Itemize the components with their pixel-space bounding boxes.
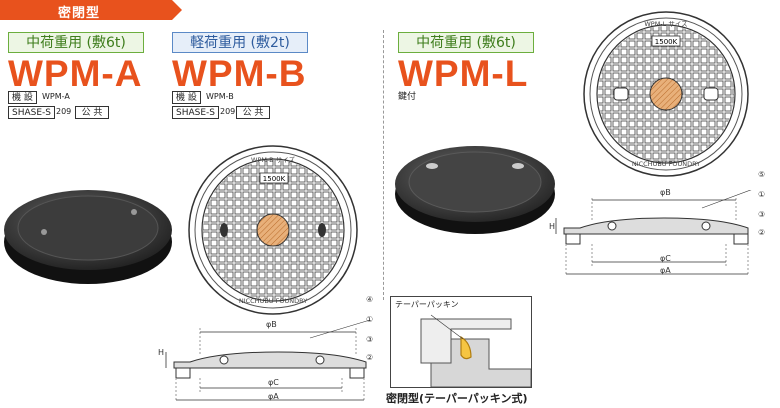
gasket-detail-label: テーパーパッキン <box>395 300 459 309</box>
cover-plan-b: 1500K WPM-B サイズ NICCHUBU FOUNDRY <box>188 145 358 315</box>
dimension-a-label: φA <box>268 392 279 401</box>
kisetsu-badge-a: 機 設 <box>8 91 37 104</box>
model-name-b: WPM-B <box>172 53 307 94</box>
shase-badge-b: SHASE-S <box>172 106 219 119</box>
category-badge-l: 中荷重用 (敷6t) <box>398 32 534 53</box>
section-tag: 密閉型 <box>0 0 182 20</box>
shase-badge-a: SHASE-S <box>8 106 55 119</box>
divider <box>383 30 384 300</box>
product-photo-l <box>395 146 555 234</box>
cover-bottom-text-l: NICCHUBU FOUNDRY <box>632 160 700 168</box>
shase-number-a: 209 <box>56 107 72 116</box>
model-name-l: WPM-L <box>398 53 529 94</box>
cover-top-text-l: WPM-L サイズ <box>644 19 688 28</box>
callout-2: ② <box>366 353 374 362</box>
kisetsu-value-a: WPM-A <box>42 92 70 101</box>
callout-3: ③ <box>366 335 374 344</box>
callout-1-l: ① <box>758 190 766 199</box>
callout-3-l: ③ <box>758 210 766 219</box>
koukyou-badge-a: 公 共 <box>75 106 109 119</box>
section-drawing-b <box>165 319 371 402</box>
dimension-a-label-l: φA <box>660 266 671 275</box>
lock-note: 鍵付 <box>398 92 417 102</box>
gasket-caption: 密閉型(テーパーパッキン式) <box>386 392 528 405</box>
cover-top-text-b: WPM-B サイズ <box>251 155 295 164</box>
kisetsu-badge-b: 機 設 <box>172 91 201 104</box>
callout-1: ① <box>366 315 374 324</box>
section-tag-label: 密閉型 <box>58 6 101 21</box>
cover-bottom-text-b: NICCHUBU FOUNDRY <box>239 297 307 305</box>
section-drawing-l <box>555 190 752 276</box>
category-badge-a: 中荷重用 (敷6t) <box>8 32 144 53</box>
cover-load-l: 1500K <box>655 38 678 46</box>
dimension-c-label-l: φC <box>660 254 671 263</box>
dimension-c-label: φC <box>268 378 279 387</box>
callout-4: ④ <box>366 295 374 304</box>
kisetsu-value-b: WPM-B <box>206 92 234 101</box>
cover-load-b: 1500K <box>263 175 286 183</box>
shase-number-b: 209 <box>220 107 236 116</box>
dimension-b-label: φB <box>266 320 277 329</box>
callout-2-l: ② <box>758 228 766 237</box>
dimension-b-label-l: φB <box>660 188 671 197</box>
callout-5-l: ⑤ <box>758 170 766 179</box>
model-name-a: WPM-A <box>8 53 143 94</box>
gasket-detail-drawing <box>420 314 531 387</box>
product-photo-a <box>4 190 172 284</box>
gasket-detail-box: テーパーパッキン <box>390 296 532 388</box>
cover-plan-l: 1500K WPM-L サイズ NICCHUBU FOUNDRY <box>583 11 749 177</box>
dimension-h-label: H <box>158 348 165 357</box>
koukyou-badge-b: 公 共 <box>236 106 270 119</box>
category-badge-b: 軽荷重用 (敷2t) <box>172 32 308 53</box>
dimension-h-label-l: H <box>549 222 556 231</box>
